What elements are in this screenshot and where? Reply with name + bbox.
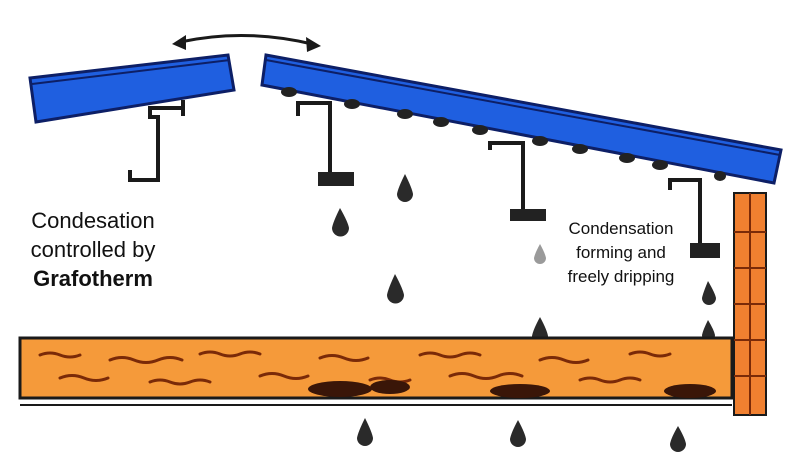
ventilation-arrow-icon xyxy=(172,34,321,52)
grafotherm-label-line3: Grafotherm xyxy=(33,266,153,291)
condensation-label: Condensation forming and freely dripping xyxy=(546,217,696,289)
purlin-drip-blocks xyxy=(318,172,720,258)
condensation-label-line1: Condensation xyxy=(568,219,674,238)
grafotherm-label-line1: Condesation xyxy=(31,208,155,233)
left-roof-panel xyxy=(28,53,236,124)
right-roof-panel xyxy=(260,53,783,185)
panel-corrugation-bumps xyxy=(281,87,726,181)
condensation-label-line2: forming and xyxy=(576,243,666,262)
condensation-label-line3: freely dripping xyxy=(567,267,675,286)
grafotherm-label: Condesation controlled by Grafotherm xyxy=(8,206,178,293)
left-purlin-bracket xyxy=(128,100,185,182)
insulation-board xyxy=(18,336,734,406)
wall-column xyxy=(733,192,767,416)
grafotherm-label-line2: controlled by xyxy=(30,237,156,262)
